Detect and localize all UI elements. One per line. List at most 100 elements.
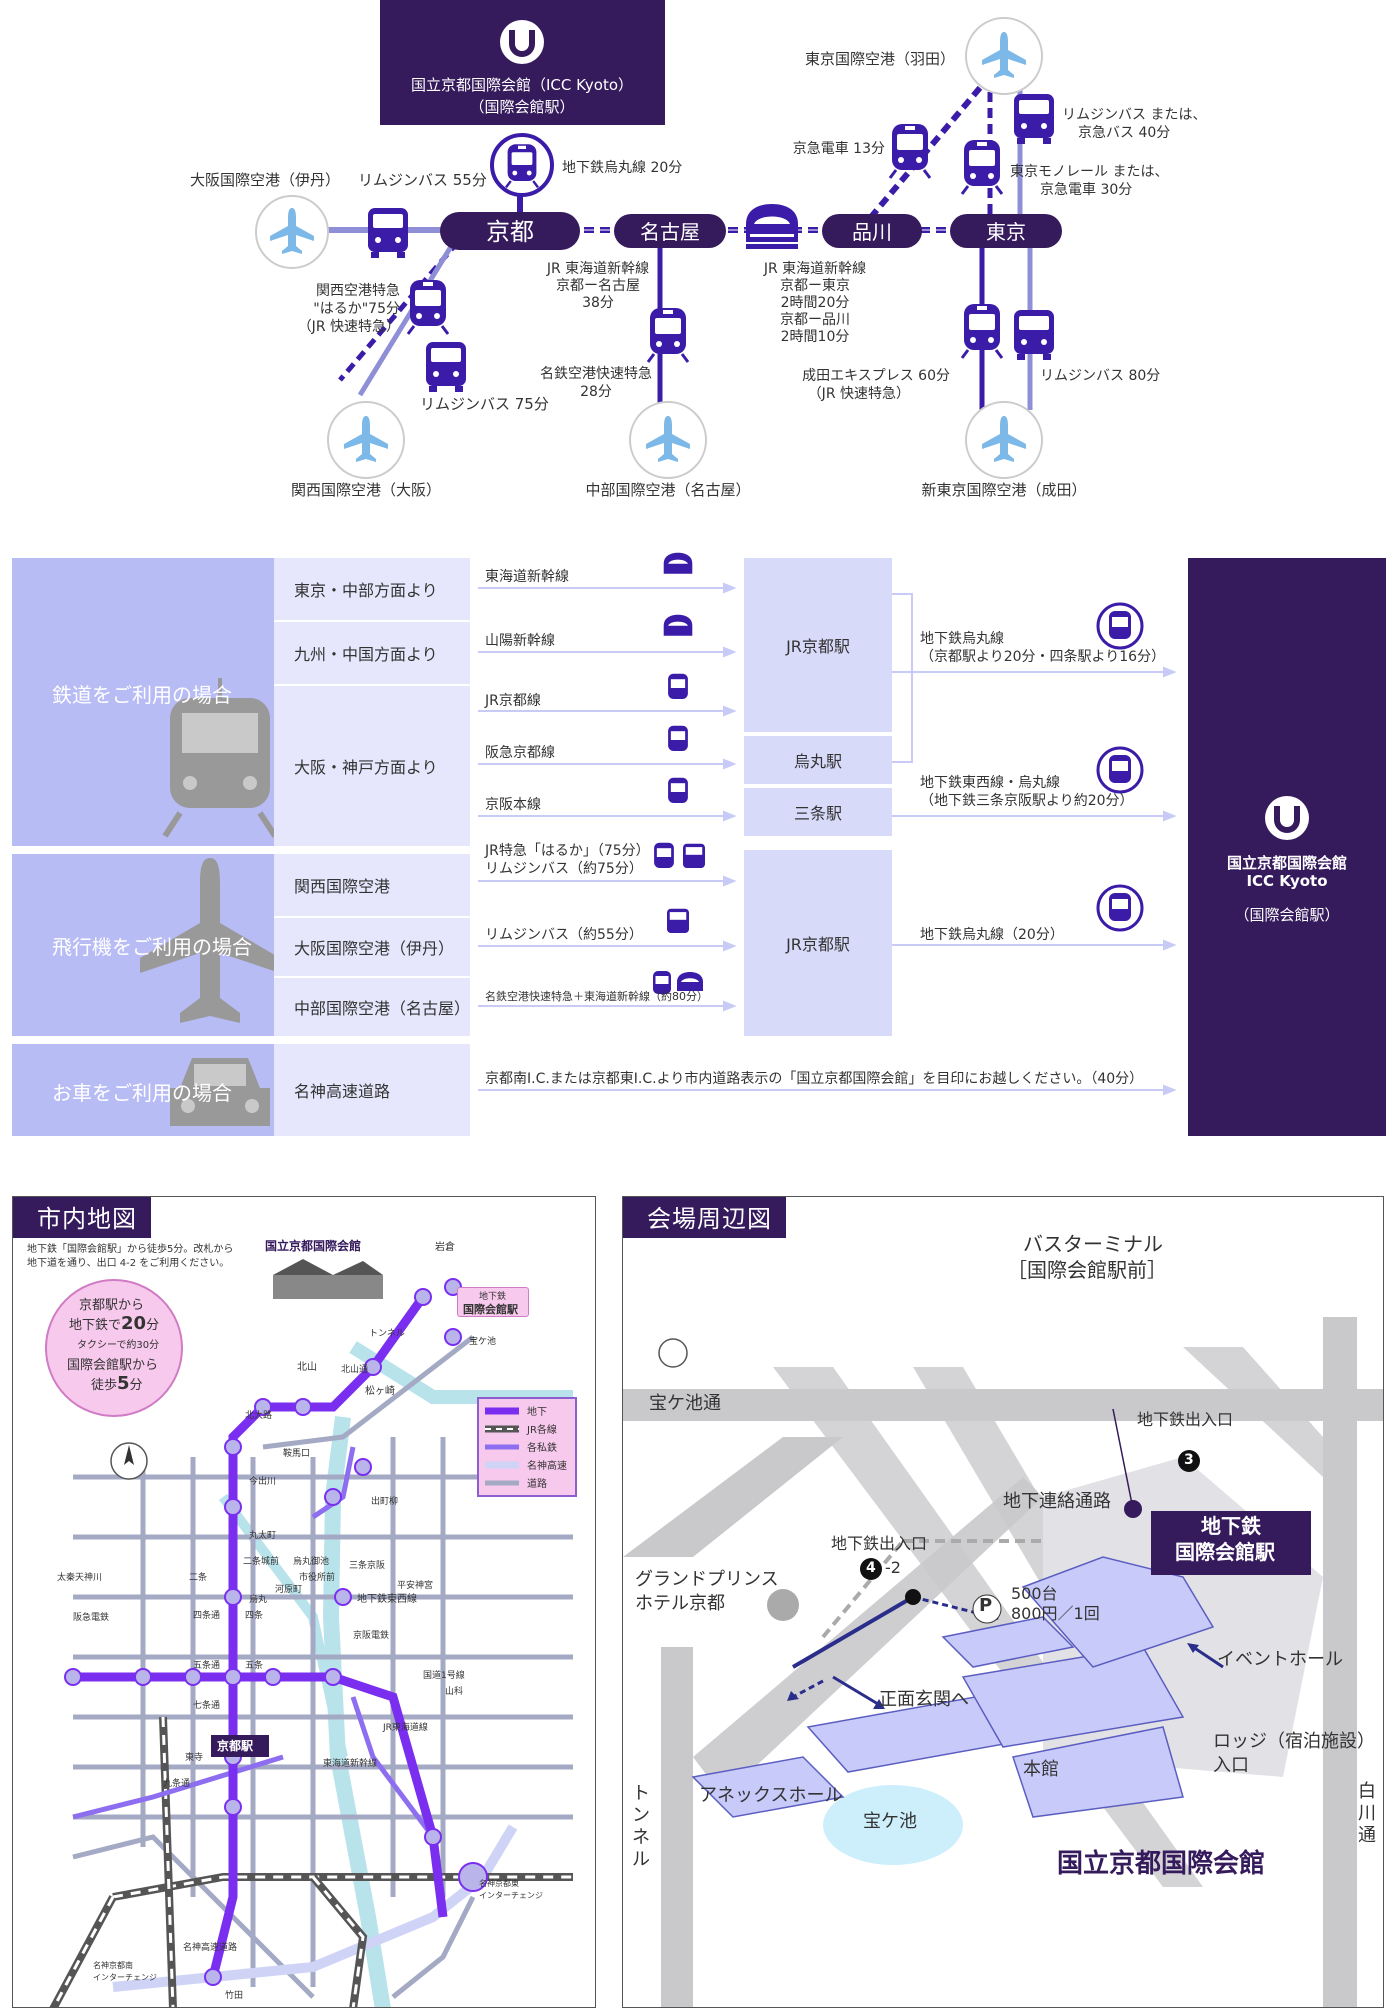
stn-yamashina: 山科 [445, 1687, 464, 1697]
stn-iwakura: 岩倉 [435, 1242, 455, 1253]
exit-3-badge [1178, 1450, 1200, 1472]
shinkansen-icon-tokaido [663, 552, 693, 574]
city-map-title: 市内地図 [13, 1197, 151, 1238]
monorail-line2: 京急電車 30分 [1040, 181, 1132, 198]
stn-nijo: 二条 [189, 1573, 208, 1583]
compass-venue [658, 1338, 688, 1368]
stn-tozai: 地下鉄東西線 [357, 1594, 417, 1605]
icc-header-line1: 国立京都国際会館（ICC Kyoto） [411, 76, 633, 94]
route-keihan: 京阪本線 [485, 797, 541, 813]
stn-kokusaikaikan-1: 地下鉄 [479, 1292, 507, 1302]
car-note: 京都南I.C.または京都東I.C.より市内道路表示の「国立京都国際会館」を目印に… [485, 1071, 1144, 1087]
prince-dot [767, 1589, 799, 1621]
legend-road: 道路 [527, 1479, 547, 1490]
train-icon-keikyu [888, 122, 932, 180]
haruka-line3: （JR 快速特急） [298, 319, 400, 335]
airport-haneda-label: 東京国際空港（羽田） [805, 50, 955, 68]
stn-kitaoji: 北大路 [245, 1411, 273, 1421]
stn-shijo-dori: 四条通 [193, 1611, 221, 1621]
venue-annex: アネックスホール [699, 1785, 843, 1806]
route-sanyo: 山陽新幹線 [485, 633, 555, 649]
station-jr-kyoto-1: JR京都駅 [744, 558, 892, 732]
svg-text:名古屋: 名古屋 [640, 220, 700, 244]
station-karasuma: 烏丸駅 [744, 736, 892, 784]
hub-nagoya: 名古屋 [614, 214, 726, 248]
air-category-label: 飛行機をご利用の場合 [52, 934, 252, 959]
airport-icon-narita [965, 401, 1043, 479]
venue-exit3-num: 3 [1184, 1452, 1194, 1468]
stn-takeda: 竹田 [225, 1991, 244, 2001]
stn-shiyakushomae: 市役所前 [299, 1573, 336, 1583]
city-note-line1: 地下鉄「国際会館駅」から徒歩5分。改札から [27, 1244, 234, 1255]
origin-chubu-airport: 中部国際空港（名古屋） [274, 978, 470, 1036]
legend-jr: JR各線 [527, 1425, 557, 1436]
callout-l5b: 5 [117, 1373, 130, 1394]
stn-uzumasa: 太秦天神川 [57, 1573, 103, 1583]
haruka-line1: 関西空港特急 [316, 283, 400, 299]
venue-parking-l2: 800円／1回 [1011, 1604, 1100, 1623]
venue-pond: 宝ケ池 [863, 1811, 917, 1832]
stn-karasuma-oike: 烏丸御池 [293, 1557, 330, 1567]
svg-text:東京: 東京 [986, 220, 1026, 244]
jr-nagoya-line2: 京都ー名古屋 [556, 278, 640, 294]
venue-prince-1: グランドプリンス [635, 1569, 779, 1590]
origin-itami-airport: 大阪国際空港（伊丹） [274, 918, 470, 976]
bus-icon-haneda [1014, 94, 1054, 144]
jr-tokyo-line5: 2時間10分 [781, 329, 850, 345]
hub-kyoto: 京都 [440, 212, 580, 250]
venue-lodge-2: 入口 [1213, 1755, 1249, 1776]
airport-chubu-label: 中部国際空港（名古屋） [585, 481, 750, 499]
airport-icon-kansai [327, 401, 405, 479]
stn-toji: 東寺 [185, 1753, 204, 1763]
subway-label-2b: （地下鉄三条京阪駅より約20分） [920, 793, 1134, 809]
venue-map-title: 会場周辺図 [623, 1197, 786, 1238]
stn-kuramaguchi: 鞍馬口 [283, 1449, 311, 1459]
subway-label-1b: （京都駅より20分・四条駅より16分） [920, 649, 1166, 665]
venue-exit4-num: 4 [866, 1560, 876, 1576]
train-icon-narita-express [960, 302, 1004, 360]
station-jr-kyoto-2: JR京都駅 [744, 850, 892, 1036]
callout-l3: タクシーで約30分 [77, 1340, 160, 1351]
origin-osaka: 大阪・神戸方面より [274, 686, 470, 846]
train-silhouette-icon [162, 678, 278, 838]
route-haruka-1: JR特急「はるか」（75分） [485, 843, 650, 859]
subway-label-1a: 地下鉄烏丸線 [920, 631, 1004, 647]
venue-main-hall: 本館 [1023, 1759, 1059, 1780]
venue-icc: 国立京都国際会館 [1057, 1849, 1266, 1879]
destination-line3: （国際会館駅） [1234, 906, 1340, 924]
stn-meishin-higashi-2: インターチェンジ [479, 1891, 543, 1900]
route-haruka-2: リムジンバス（約75分） [485, 861, 643, 877]
destination-block: 国立京都国際会館 ICC Kyoto （国際会館駅） [1188, 558, 1386, 1136]
venue-entrance: 正面玄関へ [879, 1689, 969, 1710]
venue-exit4-sub: -2 [885, 1558, 901, 1577]
stn-shinkansen: 東海道新幹線 [323, 1759, 378, 1769]
airport-icon-chubu [629, 401, 707, 479]
bus-icon-kansai [426, 342, 466, 392]
access-callout [45, 1279, 183, 1417]
meitetsu-line1: 名鉄空港快速特急 [540, 366, 652, 382]
bus-icon-itami [368, 208, 408, 258]
subway-icon [490, 133, 554, 197]
keikyu-label: 京急電車 13分 [793, 140, 885, 157]
venue-parking-p: P [979, 1595, 993, 1616]
stn-demachiyanagi: 出町柳 [371, 1497, 399, 1507]
stn-keihan: 京阪電鉄 [353, 1631, 390, 1641]
callout-l5a: 徒歩 [91, 1378, 118, 1393]
train-icon-meitetsu [646, 306, 690, 364]
plane-silhouette-icon [140, 858, 280, 1023]
venue-parking-l1: 500台 [1011, 1584, 1058, 1603]
route-jr-kyoto: JR京都線 [485, 693, 541, 709]
destination-line2: ICC Kyoto [1246, 872, 1328, 890]
narita-bus-label: リムジンバス 80分 [1040, 368, 1160, 384]
stn-meishin-road: 名神高速道路 [183, 1943, 238, 1953]
jr-nagoya-line3: 38分 [582, 295, 614, 311]
jr-tokyo-line1: JR 東海道新幹線 [763, 260, 866, 277]
exit-4-dot [905, 1589, 921, 1605]
narita-express-line2: （JR 快速特急） [808, 386, 910, 402]
airport-icon-itami [255, 195, 329, 269]
venue-bus-terminal-2: ［国際会館駅前］ [1007, 1258, 1167, 1282]
venue-renraku: 地下連絡通路 [1003, 1491, 1111, 1512]
callout-l5: 徒歩5分 [91, 1375, 143, 1395]
subway-karasuma-label: 地下鉄烏丸線 20分 [562, 159, 682, 176]
jr-tokyo-line4: 京都ー品川 [780, 312, 850, 328]
